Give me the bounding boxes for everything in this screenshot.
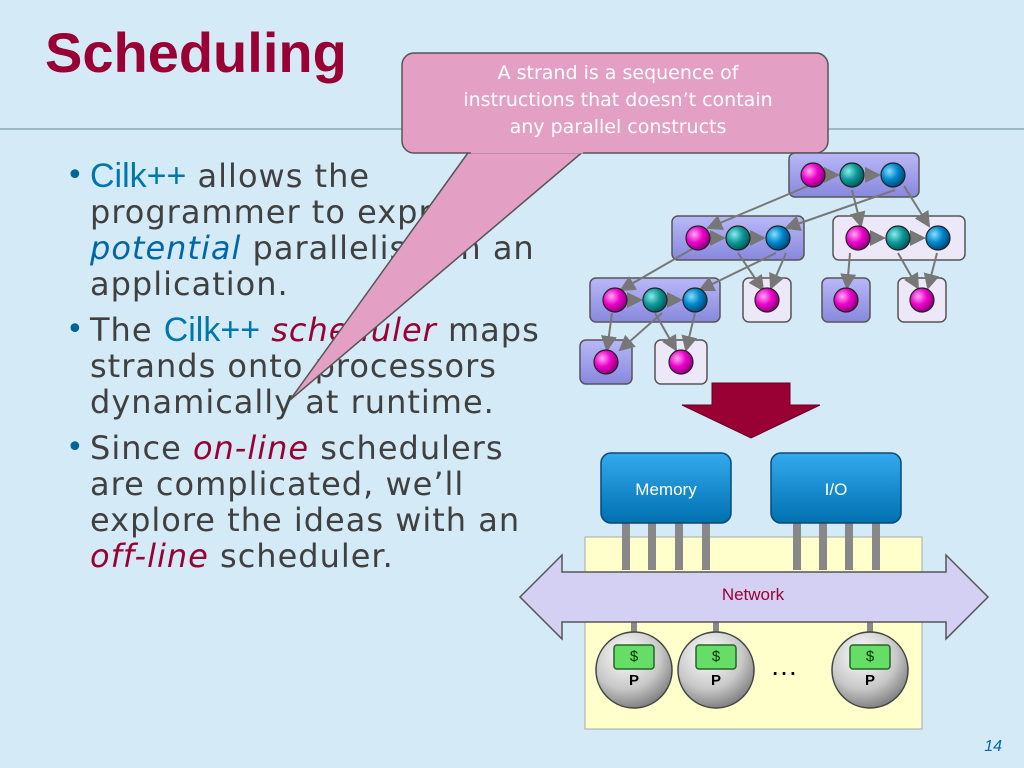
callout-box	[401, 52, 829, 154]
strand-node	[668, 349, 694, 375]
strand-node	[909, 287, 935, 313]
more-processors-ellipsis: …	[770, 650, 801, 681]
network-label: Network	[721, 585, 785, 604]
dag-edge	[769, 252, 787, 290]
strand-dag	[579, 152, 966, 385]
bus-wire	[622, 520, 630, 570]
dag-edge	[897, 252, 919, 290]
cache	[849, 644, 891, 670]
memory-label: Memory	[635, 480, 697, 499]
strand-node	[880, 162, 906, 188]
online-emphasis: on-line	[192, 429, 310, 467]
dag-edge	[923, 252, 940, 290]
strand-node	[754, 287, 780, 313]
dag-edge	[618, 312, 663, 352]
callout-line-1: A strand is a sequence of	[497, 62, 739, 84]
strand-node	[725, 225, 751, 251]
bus-wire	[872, 520, 880, 570]
bus-wire	[867, 620, 873, 640]
dag-edge	[619, 248, 693, 292]
callout-line-2: instructions that doesn’t contain	[463, 89, 773, 111]
strand-node	[839, 162, 865, 188]
bus-wire	[713, 620, 719, 640]
processor-label: P	[864, 672, 875, 689]
cilk-term: Cilk++	[163, 311, 261, 349]
bullet-2-text-a: The	[90, 311, 164, 349]
potential-emphasis: potential	[90, 229, 242, 267]
bus-wire	[631, 620, 637, 640]
dag-edge	[840, 252, 857, 290]
callout-line-3: any parallel constructs	[509, 116, 727, 138]
strand-node	[602, 287, 628, 313]
cache-label: $	[629, 648, 639, 665]
bullet-2-text-b: maps strands onto processors dynamically…	[90, 311, 540, 421]
dag-edge	[784, 189, 896, 231]
cache-label: $	[711, 648, 721, 665]
bullet-3-text-c: scheduler.	[208, 537, 394, 575]
bullet-3: Since on-line schedulers are complicated…	[62, 430, 542, 574]
strand-node	[845, 225, 871, 251]
strand-node	[593, 349, 619, 375]
machine-diagram	[518, 452, 990, 730]
processor	[677, 631, 755, 709]
processor-label: P	[628, 672, 639, 689]
bus-wire	[675, 520, 683, 570]
map-down-arrow	[681, 382, 821, 439]
offline-emphasis: off-line	[90, 537, 209, 575]
strand-node	[800, 162, 826, 188]
page-number: 14	[984, 738, 1002, 755]
dag-edge	[737, 252, 765, 292]
strand-node	[925, 225, 951, 251]
cilk-term: Cilk++	[90, 157, 187, 195]
memory-box	[600, 452, 732, 524]
cache	[613, 644, 655, 670]
bullet-3-text-a: Since	[90, 429, 193, 467]
network-bus	[518, 553, 990, 641]
dag-edge	[698, 252, 777, 292]
slide-title: Scheduling	[45, 21, 347, 84]
bus-wire	[648, 520, 656, 570]
strand-node	[682, 287, 708, 313]
strand-definition: A strand is a sequence of instructions t…	[418, 60, 818, 141]
processor	[831, 631, 909, 709]
strand-node	[642, 287, 668, 313]
dag-edge	[681, 312, 698, 352]
bullet-3-text-b: schedulers are complicated, we’ll explor…	[90, 429, 521, 539]
bullet-2: The Cilk++ scheduler maps strands onto p…	[62, 312, 542, 420]
processor	[595, 631, 673, 709]
io-box	[770, 452, 902, 524]
callout-pointer	[289, 149, 588, 401]
strand-node	[833, 287, 859, 313]
strand-node	[765, 225, 791, 251]
dag-edge	[600, 312, 617, 352]
cache-label: $	[865, 648, 875, 665]
strand-node	[685, 225, 711, 251]
bus-wire	[702, 520, 710, 570]
dag-edge	[903, 185, 931, 228]
strand-node	[885, 225, 911, 251]
io-label: I/O	[824, 480, 848, 499]
bus-wire	[819, 520, 827, 570]
bus-wire	[845, 520, 853, 570]
processor-label: P	[710, 672, 721, 689]
dag-edge	[706, 185, 809, 230]
cache	[695, 644, 737, 670]
bus-wire	[793, 520, 801, 570]
dag-edge	[849, 189, 866, 228]
dag-edge	[654, 312, 677, 352]
